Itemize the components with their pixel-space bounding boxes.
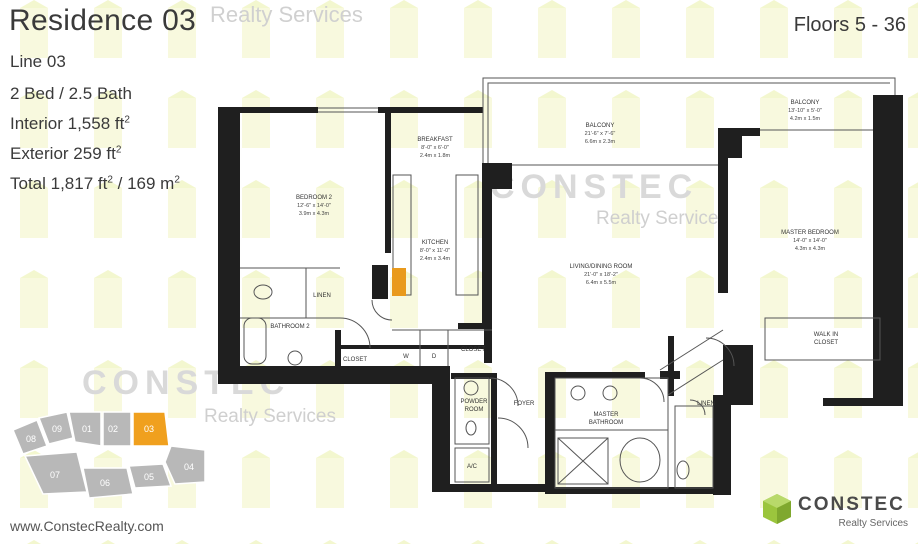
- balcony-master-label: BALCONY: [791, 100, 820, 106]
- closet1-label: CLOSET: [343, 357, 367, 363]
- constec-logo: CONSTEC Realty Services: [758, 492, 908, 532]
- watermark-name-center: CONSTEC: [490, 168, 699, 206]
- master-bed-dim1: 14'-0" x 14'-0": [793, 238, 827, 244]
- key-plan: 08 09 01 02 03 04 05 06 07: [12, 411, 206, 499]
- unit-08-label: 08: [26, 434, 36, 444]
- living-dim1: 21'-0" x 18'-2": [584, 272, 618, 278]
- master-bed-dim2: 4.3m x 4.3m: [795, 246, 826, 252]
- logo-sub: Realty Services: [838, 518, 908, 529]
- unit-03-shape: [132, 411, 170, 447]
- balcony-master-dim2: 4.2m x 1.5m: [790, 116, 821, 122]
- line-label: Line 03: [10, 52, 66, 71]
- unit-07-shape: [23, 451, 88, 495]
- unit-06-label: 06: [100, 478, 110, 488]
- ac-label: A/C: [467, 464, 478, 470]
- exterior-area: Exterior 259 ft2: [10, 144, 122, 163]
- unit-01-label: 01: [82, 424, 92, 434]
- exterior-walls: [218, 95, 903, 495]
- bedroom2-label: BEDROOM 2: [296, 195, 333, 201]
- closet2-label: CLOSET: [461, 347, 485, 353]
- living-label: LIVING/DINING ROOM: [570, 264, 633, 270]
- kitchen-dim1: 8'-0" x 11'-0": [420, 248, 450, 254]
- kitchen-dim2: 2.4m x 3.4m: [420, 256, 451, 262]
- master-bath-label: MASTER: [593, 412, 619, 418]
- breakfast-label: BREAKFAST: [417, 137, 453, 143]
- bedroom2-dim1: 12'-6" x 14'-0": [297, 203, 331, 209]
- unit-06-shape: [82, 467, 134, 499]
- unit-05-shape: [128, 463, 173, 489]
- bath2-label: BATHROOM 2: [270, 324, 310, 330]
- unit-04-label: 04: [184, 462, 194, 472]
- balcony-master-dim1: 13'-10" x 5'-0": [788, 108, 822, 114]
- master-bath-label2: BATHROOM: [589, 420, 623, 426]
- watermark-sub-center: Realty Services: [596, 208, 728, 229]
- unit-08-shape: [12, 419, 48, 455]
- washer-label: W: [403, 354, 409, 360]
- balcony-main-label: BALCONY: [586, 123, 615, 129]
- living-dim2: 6.4m x 5.5m: [586, 280, 617, 286]
- floors-range: Floors 5 - 36: [793, 14, 906, 36]
- walkin-label: WALK IN: [814, 332, 838, 338]
- logo-cube-icon: [763, 494, 791, 524]
- interior-area: Interior 1,558 ft2: [10, 114, 130, 133]
- balcony-main-dim2: 6.6m x 2.3m: [585, 139, 616, 145]
- unit-07-label: 07: [50, 470, 60, 480]
- unit-02-shape: [102, 411, 132, 447]
- total-area: Total 1,817 ft2 / 169 m2: [10, 174, 180, 193]
- unit-03-label: 03: [144, 424, 154, 434]
- unit-09-shape: [37, 411, 74, 445]
- residence-title: Residence 03: [9, 4, 197, 37]
- unit-05-label: 05: [144, 472, 154, 482]
- unit-09-label: 09: [52, 424, 62, 434]
- watermark-top-sub: Realty Services: [210, 2, 363, 27]
- logo-name: CONSTEC: [798, 494, 905, 515]
- unit-02-label: 02: [108, 424, 118, 434]
- linen2-label: LINEN: [697, 401, 715, 407]
- powder-label: POWDER: [461, 399, 489, 405]
- bedroom2-dim2: 3.9m x 4.3m: [299, 211, 330, 217]
- room-labels: BREAKFAST 8'-0" x 6'-0" 2.4m x 1.8m BALC…: [270, 100, 838, 470]
- powder-label2: ROOM: [465, 407, 484, 413]
- unit-04-shape: [164, 445, 206, 485]
- breakfast-dim2: 2.4m x 1.8m: [420, 153, 451, 159]
- watermark-sub-left: Realty Services: [204, 406, 336, 427]
- interior-lines: [240, 77, 896, 489]
- website-url: www.ConstecRealty.com: [10, 518, 164, 534]
- master-bed-label: MASTER BEDROOM: [781, 230, 839, 236]
- kitchen-label: KITCHEN: [422, 240, 448, 246]
- dryer-label: D: [432, 354, 437, 360]
- balcony-main-dim1: 21'-6" x 7'-6": [585, 131, 616, 137]
- unit-01-shape: [68, 411, 102, 447]
- breakfast-dim1: 8'-0" x 6'-0": [421, 145, 449, 151]
- foyer-label: FOYER: [514, 401, 535, 407]
- beds-baths: 2 Bed / 2.5 Bath: [10, 84, 132, 103]
- pantry-highlight: [392, 268, 406, 296]
- linen1-label: LINEN: [313, 293, 331, 299]
- walkin-label2: CLOSET: [814, 340, 838, 346]
